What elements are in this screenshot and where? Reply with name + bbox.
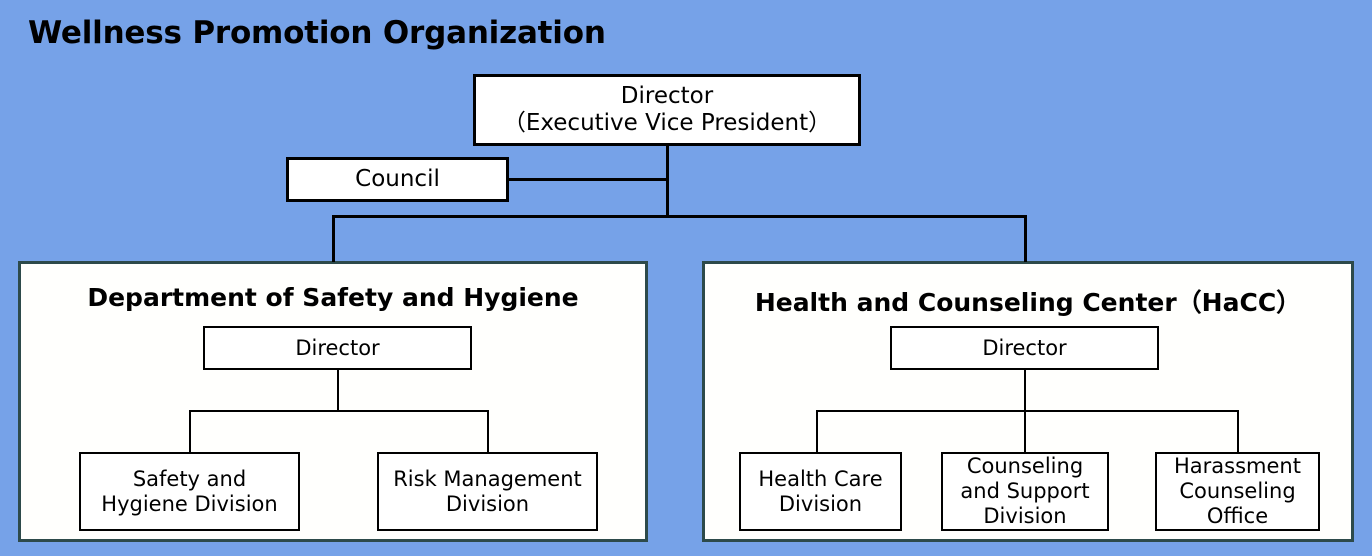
node-safety-hygiene-director[interactable]: Director — [203, 326, 472, 370]
connector-drop-left-panel — [332, 215, 335, 262]
node-harassment-counseling-office[interactable]: Harassment Counseling Office — [1155, 452, 1320, 531]
connector-safety-drop-1 — [189, 410, 191, 452]
panel-hacc-title: Health and Counseling Center（HaCC） — [754, 288, 1302, 317]
node-health-care-division-label: Health Care Division — [758, 466, 883, 516]
connector-hacc-drop-1 — [816, 410, 818, 452]
panel-safety-hygiene-title: Department of Safety and Hygiene — [87, 283, 579, 312]
node-safety-hygiene-director-label: Director — [295, 335, 380, 360]
node-safety-hygiene-division[interactable]: Safety and Hygiene Division — [79, 452, 300, 531]
node-council[interactable]: Council — [286, 157, 509, 202]
connector-safety-drop-2 — [487, 410, 489, 452]
connector-director-stem — [666, 146, 669, 218]
connector-main-bus — [332, 215, 1027, 218]
connector-council-link — [507, 178, 668, 181]
node-hacc-director[interactable]: Director — [890, 326, 1159, 370]
node-counseling-support-division[interactable]: Counseling and Support Division — [941, 452, 1109, 531]
node-risk-management-division-label: Risk Management Division — [393, 466, 582, 516]
node-health-care-division[interactable]: Health Care Division — [739, 452, 902, 531]
node-harassment-counseling-office-label: Harassment Counseling Office — [1174, 454, 1301, 528]
connector-drop-right-panel — [1024, 215, 1027, 262]
node-risk-management-division[interactable]: Risk Management Division — [377, 452, 598, 531]
node-top-director-label: Director （Executive Vice President） — [502, 82, 832, 136]
connector-hacc-drop-3 — [1237, 410, 1239, 452]
connector-safety-director-stem — [337, 370, 339, 411]
node-council-label: Council — [355, 165, 440, 192]
connector-safety-bus — [189, 410, 489, 412]
node-counseling-support-division-label: Counseling and Support Division — [960, 454, 1090, 528]
node-safety-hygiene-division-label: Safety and Hygiene Division — [101, 466, 278, 516]
connector-hacc-bus — [816, 410, 1239, 412]
node-top-director[interactable]: Director （Executive Vice President） — [473, 74, 861, 146]
node-hacc-director-label: Director — [982, 335, 1067, 360]
page-title: Wellness Promotion Organization — [28, 15, 606, 51]
